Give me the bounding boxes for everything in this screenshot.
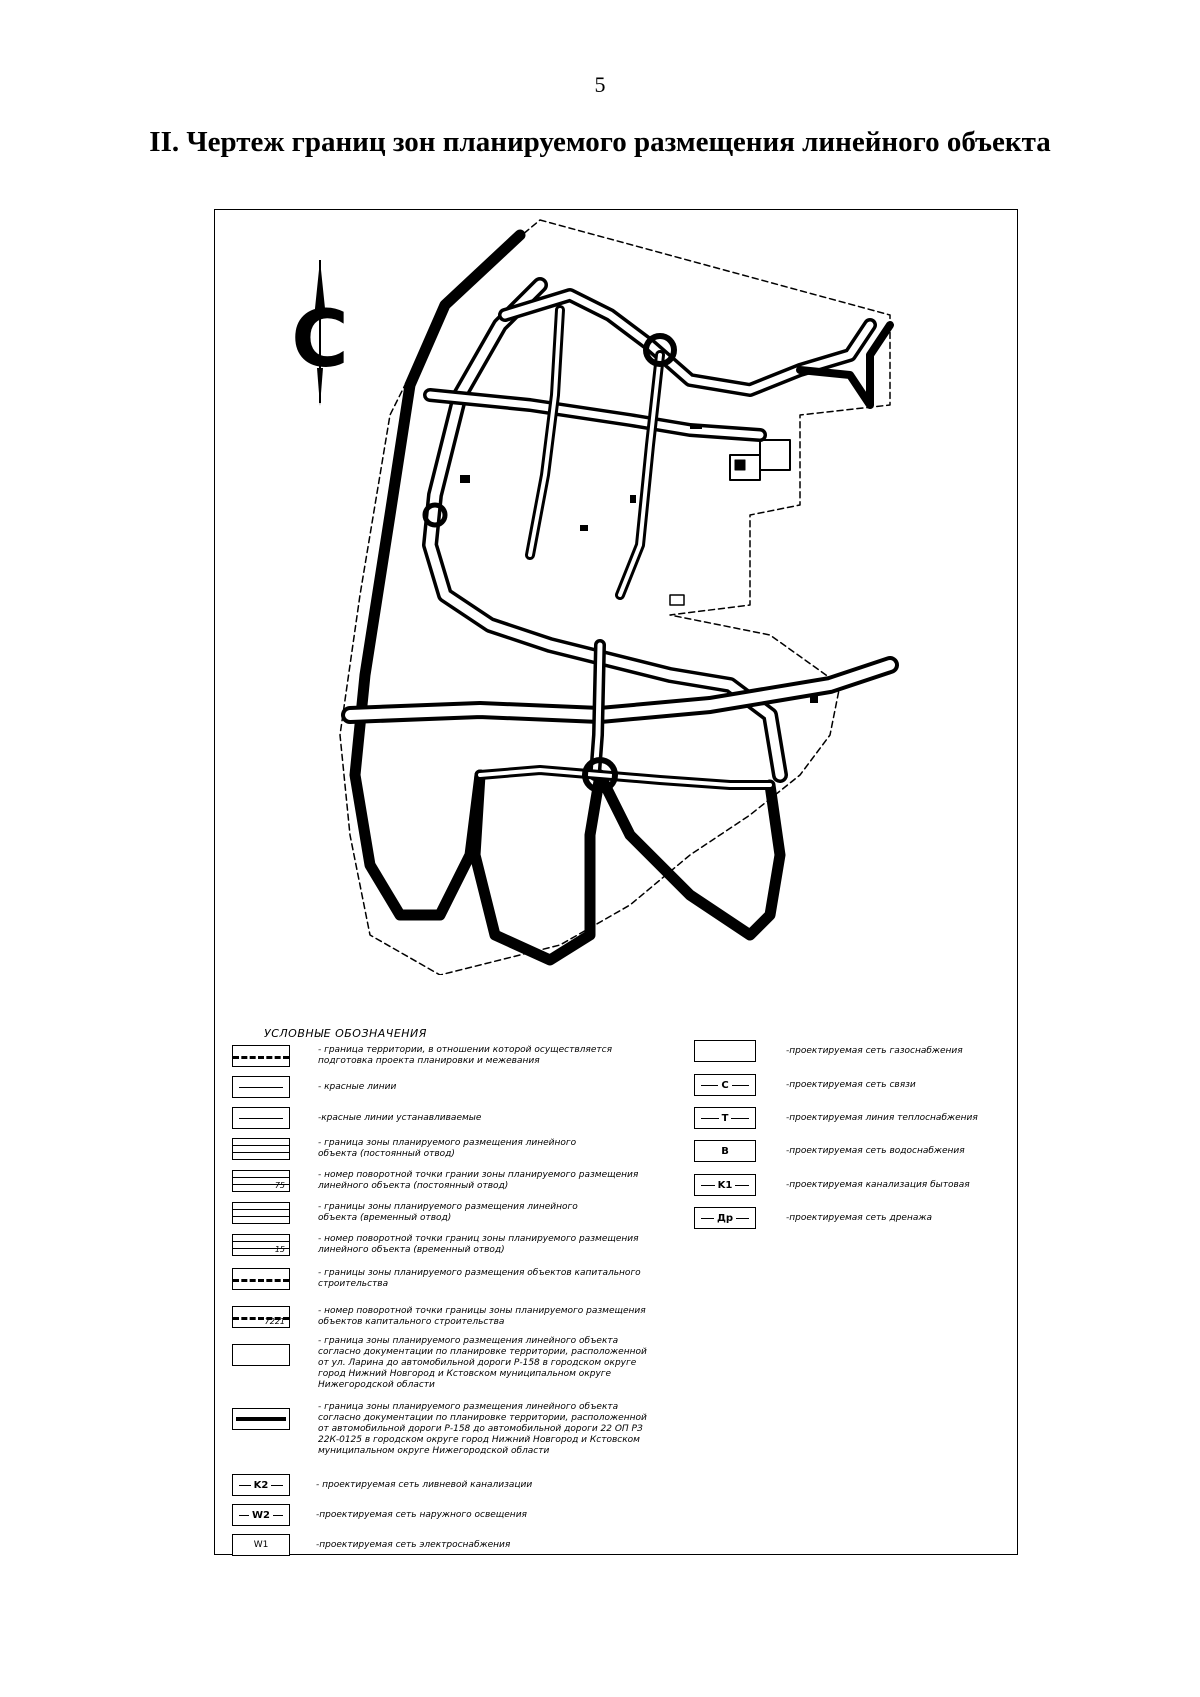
legend-symbol [232,1138,290,1160]
legend-item: K2 - проектируемая сеть ливневой канализ… [232,1474,646,1496]
legend-item: - граница зоны планируемого размещения л… [232,1402,648,1457]
road-central-vertical [525,305,565,560]
legend-symbol: 15 [232,1234,290,1256]
legend-item: 7221 - номер поворотной точки границы зо… [232,1306,658,1328]
legend-symbol [232,1202,290,1224]
legend-item: -красные линии устанавливаемые [232,1107,648,1129]
legend-symbol [232,1344,290,1366]
legend-symbol: W1 [232,1534,290,1556]
route-map [339,219,899,975]
legend-symbol [232,1045,290,1067]
legend-symbol: 75 [232,1170,290,1192]
legend-item: K1 -проектируемая канализация бытовая [694,1174,970,1196]
legend-symbol: K1 [694,1174,756,1196]
legend-symbol [232,1076,290,1098]
road-south-loop [469,769,606,966]
legend-symbol: W2 [232,1504,290,1526]
drawing-frame [214,209,1018,1555]
legend-symbol: Др [694,1207,756,1229]
legend-item: - границы зоны планируемого размещения л… [232,1202,618,1224]
legend-symbol [232,1107,290,1129]
legend-symbol [694,1040,756,1062]
legend-item: -проектируемая сеть газоснабжения [694,1040,963,1062]
legend-item: C -проектируемая сеть связи [694,1074,916,1096]
legend-symbol: 7221 [232,1306,290,1328]
page-title: II. Чертеж границ зон планируемого разме… [149,126,1051,158]
legend-title: УСЛОВНЫЕ ОБОЗНАЧЕНИЯ [264,1027,427,1040]
north-arrow-icon: С [291,260,349,406]
legend-item: 75 - номер поворотной точки грании зоны … [232,1170,658,1192]
legend-symbol [232,1408,290,1430]
page-number: 5 [594,72,606,97]
legend-item: - границы зоны планируемого размещения о… [232,1268,658,1290]
roundabout-west [422,502,448,528]
legend-item: В -проектируемая сеть водоснабжения [694,1140,965,1162]
legend-item: - граница зоны планируемого размещения л… [232,1336,648,1391]
territory-boundary [339,219,891,975]
legend-symbol: C [694,1074,756,1096]
legend-item: - граница территории, в отношении которо… [232,1045,648,1067]
legend-item: - граница зоны планируемого размещения л… [232,1138,618,1160]
legend-item: Др -проектируемая сеть дренажа [694,1207,932,1229]
legend-symbol: K2 [232,1474,290,1496]
legend-item: - красные линии [232,1076,648,1098]
legend-symbol: T [694,1107,756,1129]
north-label: С [291,295,348,385]
roundabout-north [643,333,677,367]
legend-symbol: В [694,1140,756,1162]
legend-symbol [232,1268,290,1290]
roundabout-south [582,757,618,793]
legend-item: 15 - номер поворотной точки границ зоны … [232,1234,658,1256]
legend-item: W2 -проектируемая сеть наружного освещен… [232,1504,646,1526]
legend-item: T -проектируемая линия теплоснабжения [694,1107,978,1129]
road-west-loop [349,229,526,921]
road-east-loop [594,769,786,941]
legend-item: W1 -проектируемая сеть электроснабжения [232,1534,646,1556]
